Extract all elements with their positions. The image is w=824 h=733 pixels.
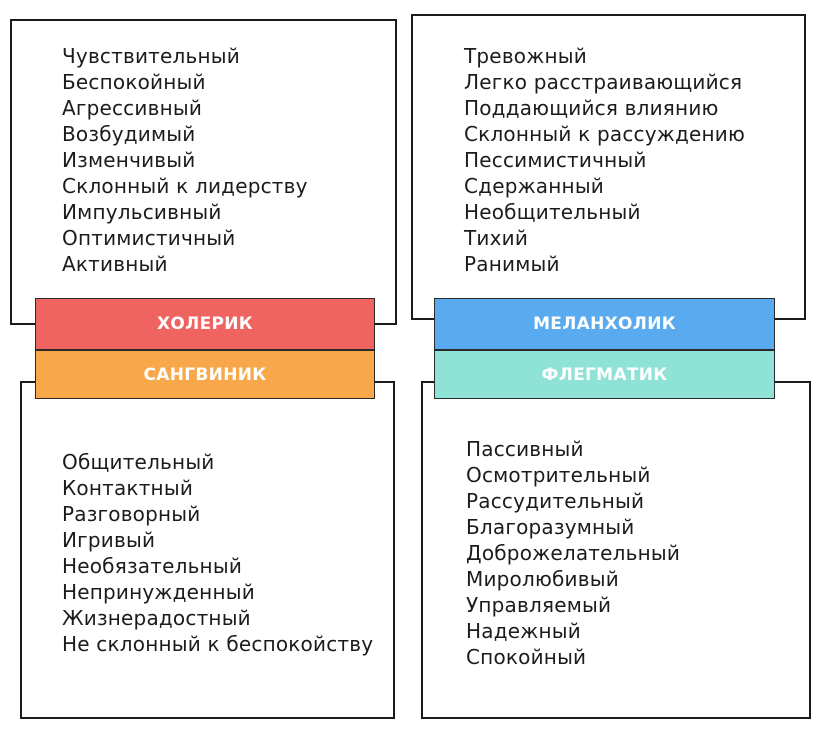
trait-item: Не склонный к беспокойству xyxy=(62,632,374,656)
choleric-box xyxy=(10,19,397,325)
sanguine-label: САНГВИНИК xyxy=(143,364,267,385)
trait-item: Чувствительный xyxy=(62,44,240,68)
trait-item: Управляемый xyxy=(466,593,612,617)
trait-item: Сдержанный xyxy=(464,174,605,198)
trait-item: Агрессивный xyxy=(62,96,203,120)
trait-item: Рассудительный xyxy=(466,489,645,513)
trait-item: Необщительный xyxy=(464,200,641,224)
trait-item: Жизнерадостный xyxy=(62,606,251,630)
trait-item: Контактный xyxy=(62,476,194,500)
choleric-label: ХОЛЕРИК xyxy=(157,314,253,334)
trait-item: Миролюбивый xyxy=(466,567,619,591)
trait-item: Игривый xyxy=(62,528,156,552)
trait-item: Общительный xyxy=(62,450,215,474)
trait-item: Изменчивый xyxy=(62,148,196,172)
sanguine-box xyxy=(20,381,395,719)
trait-item: Разговорный xyxy=(62,502,201,526)
trait-item: Легко расстраивающийся xyxy=(464,70,743,94)
trait-item: Доброжелательный xyxy=(466,541,681,565)
phlegmatic-box xyxy=(421,381,811,719)
trait-item: Склонный к лидерству xyxy=(62,174,308,198)
phlegmatic-banner: ФЛЕГМАТИК xyxy=(434,350,775,399)
trait-item: Склонный к рассуждению xyxy=(464,122,746,146)
trait-item: Осмотрительный xyxy=(466,463,651,487)
trait-item: Надежный xyxy=(466,619,581,643)
phlegmatic-traits: Пассивный Осмотрительный Рассудительный … xyxy=(466,436,680,670)
trait-item: Спокойный xyxy=(466,645,587,669)
trait-item: Непринужденный xyxy=(62,580,255,604)
sanguine-banner: САНГВИНИК xyxy=(35,350,375,399)
trait-item: Тихий xyxy=(464,226,529,250)
trait-item: Тревожный xyxy=(464,44,587,68)
trait-item: Импульсивный xyxy=(62,200,222,224)
trait-item: Необязательный xyxy=(62,554,243,578)
trait-item: Поддающийся влиянию xyxy=(464,96,719,120)
trait-item: Благоразумный xyxy=(466,515,635,539)
trait-item: Пессимистичный xyxy=(464,148,647,172)
choleric-traits: Чувствительный Беспокойный Агрессивный В… xyxy=(62,43,308,277)
melancholic-box xyxy=(411,14,806,320)
choleric-banner: ХОЛЕРИК xyxy=(35,298,375,350)
melancholic-traits: Тревожный Легко расстраивающийся Поддающ… xyxy=(464,43,745,277)
melancholic-label: МЕЛАНХОЛИК xyxy=(533,314,676,334)
trait-item: Пассивный xyxy=(466,437,584,461)
trait-item: Активный xyxy=(62,252,168,276)
sanguine-traits: Общительный Контактный Разговорный Игрив… xyxy=(62,449,373,657)
trait-item: Возбудимый xyxy=(62,122,196,146)
trait-item: Оптимистичный xyxy=(62,226,236,250)
phlegmatic-label: ФЛЕГМАТИК xyxy=(541,364,668,385)
melancholic-banner: МЕЛАНХОЛИК xyxy=(434,298,775,350)
trait-item: Ранимый xyxy=(464,252,560,276)
trait-item: Беспокойный xyxy=(62,70,206,94)
